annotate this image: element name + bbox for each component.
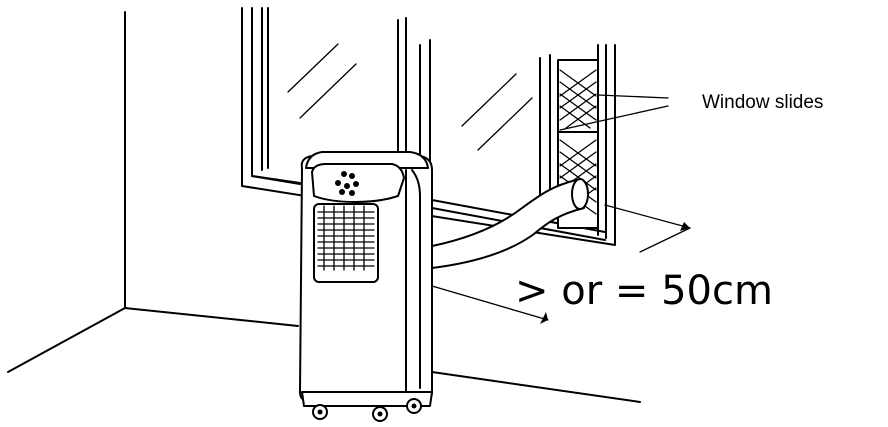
window-slide-kit bbox=[557, 59, 599, 229]
glass-reflections bbox=[287, 43, 533, 151]
room-walls bbox=[7, 11, 641, 403]
air-outlet-grille bbox=[317, 205, 375, 271]
control-buttons bbox=[335, 171, 359, 196]
window-slides-label: Window slides bbox=[702, 92, 823, 113]
air-conditioner-unit bbox=[299, 151, 433, 422]
distance-label: > or = 50cm bbox=[515, 268, 773, 314]
label-leader-lines bbox=[559, 94, 669, 131]
exhaust-hose bbox=[431, 178, 589, 269]
unit-wheels bbox=[312, 398, 422, 422]
distance-dimension bbox=[431, 204, 691, 324]
